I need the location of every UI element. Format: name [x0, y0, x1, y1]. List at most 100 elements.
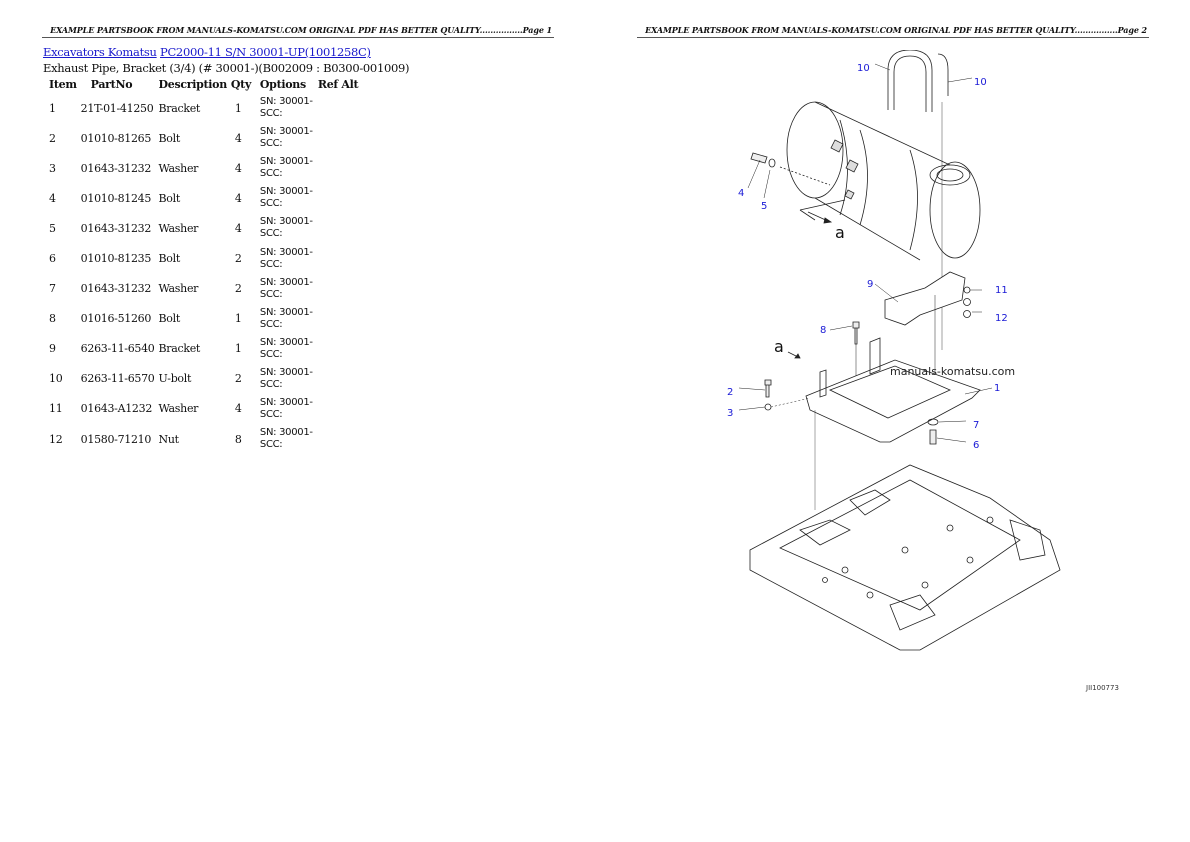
part-number: 01643-A1232 [80, 402, 153, 416]
callout-1: 1 [994, 383, 1000, 394]
col-description: Description [158, 78, 228, 91]
table-row: 5 01643-31232 Washer 4 SN: 30001-SCC: [45, 213, 362, 243]
part-number: 01010-81235 [80, 252, 152, 266]
ref-alt [318, 274, 362, 304]
callout-10-right: 10 [974, 77, 987, 88]
parts-table: Item PartNo Description Qty Options Ref … [45, 76, 362, 454]
part-options: SN: 30001-SCC: [256, 183, 318, 213]
ref-alt [318, 123, 362, 153]
col-options: Options [259, 78, 306, 91]
part-qty: 8 [234, 432, 242, 446]
part-number: 01643-31232 [80, 161, 152, 175]
figure-id: JII100773 [1085, 684, 1119, 692]
category-link[interactable]: Excavators Komatsu [43, 45, 157, 59]
col-qty: Qty [230, 78, 252, 91]
item-number: 5 [49, 221, 56, 235]
part-number: 01643-31232 [80, 221, 152, 235]
options-scc: SCC: [259, 168, 283, 180]
options-serial: SN: 30001- [259, 306, 313, 318]
part-qty: 2 [234, 252, 242, 266]
options-scc: SCC: [259, 318, 283, 330]
item-number: 2 [49, 131, 56, 145]
part-options: SN: 30001-SCC: [256, 123, 318, 153]
callout-11: 11 [995, 285, 1008, 296]
options-serial: SN: 30001- [259, 276, 313, 288]
item-number: 8 [49, 312, 56, 326]
breadcrumb: Excavators Komatsu PC2000-11 S/N 30001-U… [43, 45, 371, 59]
part-number: 01016-51260 [80, 312, 152, 326]
part-qty: 1 [234, 101, 242, 115]
item-number: 4 [49, 191, 56, 205]
part-qty: 4 [234, 221, 242, 235]
callout-9: 9 [867, 279, 873, 290]
ref-alt [318, 213, 362, 243]
table-header-row: Item PartNo Description Qty Options Ref … [45, 76, 362, 93]
ref-alt [318, 424, 362, 454]
callout-4: 4 [738, 188, 744, 199]
callout-8: 8 [820, 325, 826, 336]
part-qty: 2 [234, 282, 242, 296]
table-row: 6 01010-81235 Bolt 2 SN: 30001-SCC: [45, 243, 362, 273]
ref-alt [318, 304, 362, 334]
item-number: 10 [49, 372, 63, 386]
part-description: Bolt [158, 252, 181, 266]
part-number: 6263-11-6540 [80, 342, 155, 356]
options-serial: SN: 30001- [259, 396, 313, 408]
part-description: Bolt [158, 131, 181, 145]
part-description: Bracket [158, 101, 201, 115]
part-options: SN: 30001-SCC: [256, 213, 318, 243]
view-marker-a-bottom: a [774, 337, 784, 356]
part-qty: 4 [234, 402, 242, 416]
part-qty: 1 [234, 342, 242, 356]
options-scc: SCC: [259, 378, 283, 390]
page-2-header: EXAMPLE PARTSBOOK FROM MANUALS-KOMATSU.C… [637, 25, 1149, 38]
options-serial: SN: 30001- [259, 427, 313, 439]
ref-alt [318, 183, 362, 213]
part-number: 6263-11-6570 [80, 372, 155, 386]
part-description: Washer [158, 282, 199, 296]
part-number: 01010-81265 [80, 131, 152, 145]
part-qty: 4 [234, 131, 242, 145]
part-number: 01580-71210 [80, 432, 152, 446]
part-qty: 2 [234, 372, 242, 386]
part-description: Washer [158, 402, 199, 416]
item-number: 1 [49, 101, 56, 115]
item-number: 6 [49, 252, 56, 266]
part-options: SN: 30001-SCC: [256, 364, 318, 394]
part-description: Bracket [158, 342, 201, 356]
col-ref-alt: Ref Alt [317, 78, 359, 91]
part-options: SN: 30001-SCC: [256, 93, 318, 123]
section-title: Exhaust Pipe, Bracket (3/4) (# 30001-)(B… [43, 61, 410, 75]
model-link[interactable]: PC2000-11 S/N 30001-UP(1001258C) [160, 45, 371, 59]
part-number: 01643-31232 [80, 282, 152, 296]
part-options: SN: 30001-SCC: [256, 394, 318, 424]
ref-alt [318, 93, 362, 123]
item-number: 12 [49, 432, 63, 446]
ref-alt [318, 243, 362, 273]
part-description: Washer [158, 161, 199, 175]
callout-7: 7 [973, 420, 979, 431]
part-description: Washer [158, 221, 199, 235]
part-qty: 4 [234, 161, 242, 175]
item-number: 7 [49, 282, 56, 296]
options-scc: SCC: [259, 258, 283, 270]
part-description: Bolt [158, 191, 181, 205]
part-description: Bolt [158, 312, 181, 326]
ref-alt [318, 153, 362, 183]
part-options: SN: 30001-SCC: [256, 334, 318, 364]
part-options: SN: 30001-SCC: [256, 424, 318, 454]
part-description: U-bolt [158, 372, 192, 386]
options-serial: SN: 30001- [259, 96, 313, 108]
diagram-illustration: 10 10 4 5 9 11 12 8 1 2 3 7 6 a a manual… [727, 49, 1119, 692]
options-scc: SCC: [259, 439, 283, 451]
part-options: SN: 30001-SCC: [256, 243, 318, 273]
options-serial: SN: 30001- [259, 186, 313, 198]
options-serial: SN: 30001- [259, 126, 313, 138]
ref-alt [318, 334, 362, 364]
options-serial: SN: 30001- [259, 156, 313, 168]
